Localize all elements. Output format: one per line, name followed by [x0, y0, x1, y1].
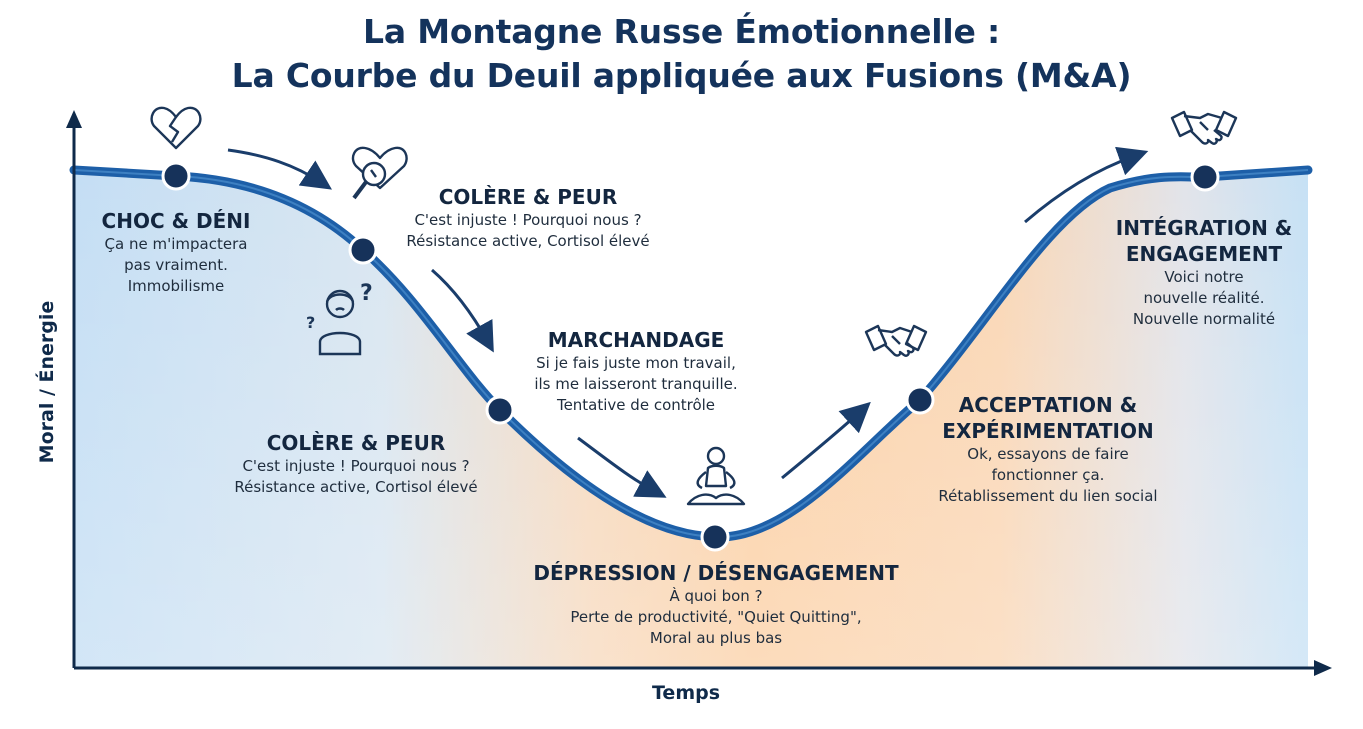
stage-desc-line: Voici notre — [1164, 268, 1244, 286]
arrow-1 — [227, 148, 332, 190]
handshake-icon — [1170, 110, 1238, 145]
stage-desc-line: fonctionner ça. — [991, 466, 1105, 484]
stage-title: INTÉGRATION & — [1115, 216, 1293, 240]
stage-marchandage: MARCHANDAGE Si je fais juste mon travail… — [500, 327, 772, 416]
broken-heart-icon — [150, 106, 202, 150]
stage-desc-line: ils me laisseront tranquille. — [534, 375, 738, 393]
node-marchandage — [485, 395, 515, 425]
title-line-2: La Courbe du Deuil appliquée aux Fusions… — [231, 56, 1132, 95]
handshake-icon — [864, 324, 928, 357]
node-integration — [1190, 162, 1220, 192]
svg-text:?: ? — [360, 281, 373, 306]
stage-title: COLÈRE & PEUR — [266, 431, 446, 455]
stage-desc-line: Résistance active, Cortisol élevé — [234, 478, 478, 496]
stage-desc-line: C'est injuste ! Pourquoi nous ? — [242, 457, 470, 475]
stage-desc-line: Ça ne m'impactera — [104, 235, 248, 253]
stage-desc-line: Nouvelle normalité — [1132, 310, 1276, 328]
node-depression — [700, 522, 730, 552]
stage-desc-line: Rétablissement du lien social — [938, 487, 1158, 505]
stage-colere-peur-left: COLÈRE & PEUR C'est injuste ! Pourquoi n… — [206, 430, 506, 498]
x-axis-label: Temps — [652, 682, 721, 704]
stage-desc-line: Immobilisme — [127, 277, 225, 295]
stage-desc-line: Résistance active, Cortisol élevé — [406, 232, 650, 250]
arrow-5 — [1024, 146, 1149, 224]
stage-desc-line: Si je fais juste mon travail, — [536, 354, 736, 372]
node-acceptation — [905, 385, 935, 415]
stage-desc-line: Moral au plus bas — [649, 629, 783, 647]
arrow-2 — [431, 268, 494, 353]
stage-desc-line: À quoi bon ? — [669, 587, 763, 605]
stage-nodes — [161, 161, 1220, 552]
direction-arrows — [227, 146, 1149, 498]
stage-title: MARCHANDAGE — [547, 328, 725, 352]
stage-acceptation: ACCEPTATION & EXPÉRIMENTATION Ok, essayo… — [906, 392, 1190, 507]
axes — [72, 122, 1318, 670]
stage-title: CHOC & DÉNI — [101, 209, 251, 233]
arrow-3 — [577, 436, 667, 498]
node-choc — [161, 161, 191, 191]
stage-desc-line: pas vraiment. — [124, 256, 228, 274]
stage-title: ACCEPTATION & — [958, 393, 1138, 417]
stage-integration: INTÉGRATION & ENGAGEMENT Voici notre nou… — [1094, 215, 1314, 330]
meditation-icon — [686, 446, 746, 506]
stage-title: DÉPRESSION / DÉSENGAGEMENT — [533, 561, 899, 585]
stage-title-line-2: EXPÉRIMENTATION — [942, 419, 1154, 443]
stage-desc-line: Tentative de contrôle — [556, 396, 716, 414]
stage-choc-deni: CHOC & DÉNI Ça ne m'impactera pas vraime… — [94, 208, 258, 297]
node-colere — [348, 235, 378, 265]
stage-title: COLÈRE & PEUR — [438, 185, 618, 209]
title-line-1: La Montagne Russe Émotionnelle : — [363, 12, 1000, 51]
stage-desc-line: nouvelle réalité. — [1143, 289, 1265, 307]
svg-text:?: ? — [306, 313, 315, 332]
stage-depression: DÉPRESSION / DÉSENGAGEMENT À quoi bon ? … — [516, 560, 916, 649]
stage-desc-line: Ok, essayons de faire — [967, 445, 1129, 463]
confused-person-icon: ? ? — [306, 281, 373, 356]
arrow-4 — [781, 401, 871, 480]
stage-title-line-2: ENGAGEMENT — [1125, 242, 1283, 266]
y-axis-label: Moral / Énergie — [36, 300, 58, 464]
stage-desc-line: C'est injuste ! Pourquoi nous ? — [414, 211, 642, 229]
stage-desc-line: Perte de productivité, "Quiet Quitting", — [570, 608, 862, 626]
stage-colere-peur-top: COLÈRE & PEUR C'est injuste ! Pourquoi n… — [378, 184, 678, 252]
y-axis-arrow — [66, 110, 82, 128]
x-axis-arrow — [1314, 660, 1332, 676]
magnifier-heart-icon — [351, 146, 408, 200]
